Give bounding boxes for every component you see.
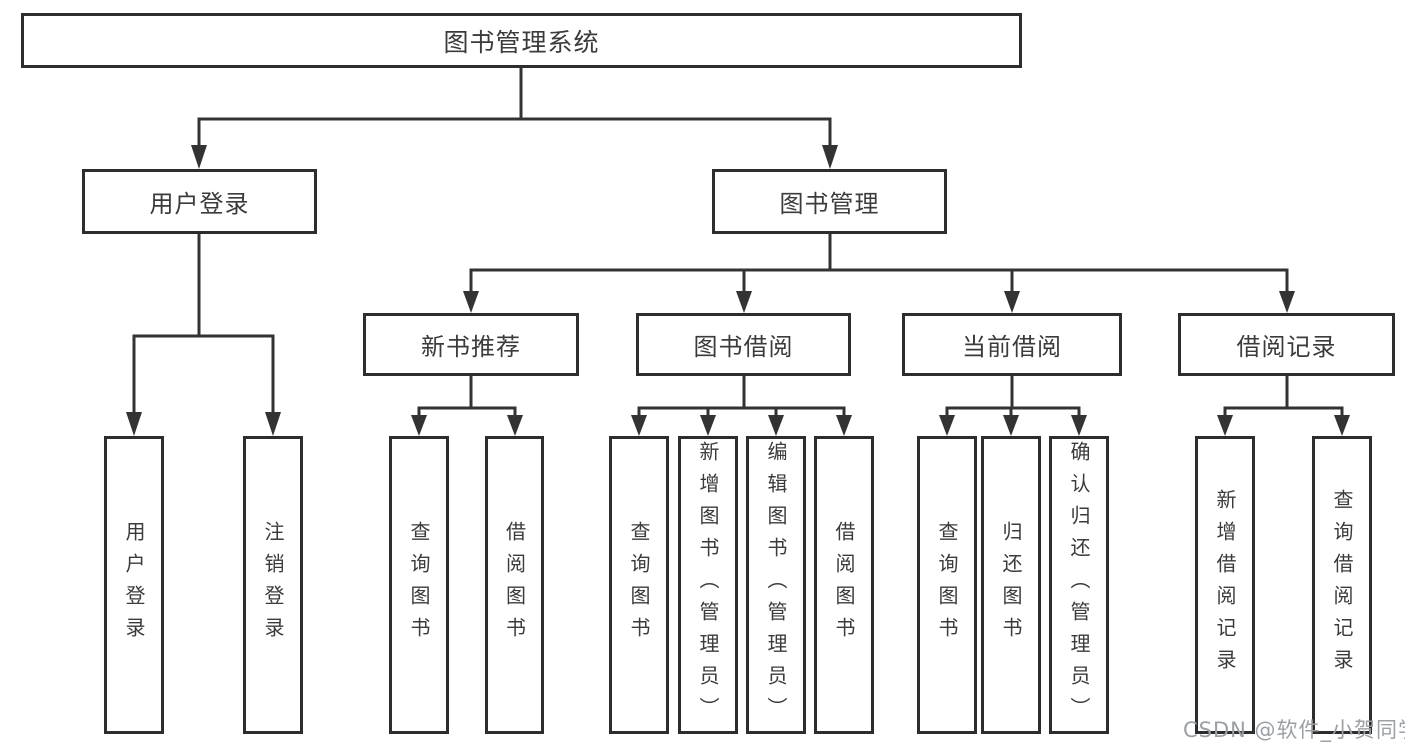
leaf-label: 查询图书 <box>627 521 651 649</box>
node-new-book-recommendation: 新书推荐 <box>363 313 579 376</box>
leaf-query-books: 查询图书 <box>917 436 977 734</box>
leaf-label: 查询借阅记录 <box>1330 489 1354 681</box>
node-label: 图书管理系统 <box>443 27 600 57</box>
node-label: 新书推荐 <box>421 333 521 361</box>
leaf-label: 新增借阅记录 <box>1213 489 1237 681</box>
leaf-borrow-books: 借阅图书 <box>485 436 544 734</box>
leaf-return-books: 归还图书 <box>981 436 1041 734</box>
leaf-add-books-admin: 新增图书（管理员） <box>678 436 738 734</box>
leaf-query-books: 查询图书 <box>389 436 449 734</box>
leaf-query-books: 查询图书 <box>609 436 669 734</box>
node-borrowing-records: 借阅记录 <box>1178 313 1395 376</box>
leaf-borrow-books: 借阅图书 <box>814 436 874 734</box>
leaf-label: 借阅图书 <box>832 521 856 649</box>
node-label: 图书管理 <box>779 190 880 218</box>
node-library-management-system: 图书管理系统 <box>21 13 1022 68</box>
node-label: 当前借阅 <box>962 333 1062 361</box>
leaf-label: 归还图书 <box>999 521 1023 649</box>
leaf-logout: 注销登录 <box>243 436 303 734</box>
node-user-login: 用户登录 <box>82 169 317 234</box>
node-book-management: 图书管理 <box>712 169 947 234</box>
leaf-edit-books-admin: 编辑图书（管理员） <box>746 436 806 734</box>
leaf-add-borrow-record: 新增借阅记录 <box>1195 436 1255 734</box>
leaf-label: 编辑图书（管理员） <box>764 441 788 729</box>
leaf-user-login: 用户登录 <box>104 436 164 734</box>
node-label: 用户登录 <box>149 190 250 218</box>
node-current-borrowing: 当前借阅 <box>902 313 1122 376</box>
leaf-label: 借阅图书 <box>502 521 527 649</box>
leaf-label: 查询图书 <box>935 521 959 649</box>
leaf-label: 确认归还（管理员） <box>1067 441 1091 729</box>
leaf-confirm-return-admin: 确认归还（管理员） <box>1049 436 1109 734</box>
leaf-label: 注销登录 <box>261 521 285 649</box>
leaf-label: 新增图书（管理员） <box>696 441 720 729</box>
node-book-borrowing: 图书借阅 <box>636 313 851 376</box>
csdn-watermark: CSDN @软件_小贺同学 <box>1183 718 1405 742</box>
leaf-query-borrow-record: 查询借阅记录 <box>1312 436 1372 734</box>
node-label: 借阅记录 <box>1236 333 1337 361</box>
node-label: 图书借阅 <box>693 333 794 361</box>
leaf-label: 用户登录 <box>122 521 146 649</box>
leaf-label: 查询图书 <box>407 521 431 649</box>
